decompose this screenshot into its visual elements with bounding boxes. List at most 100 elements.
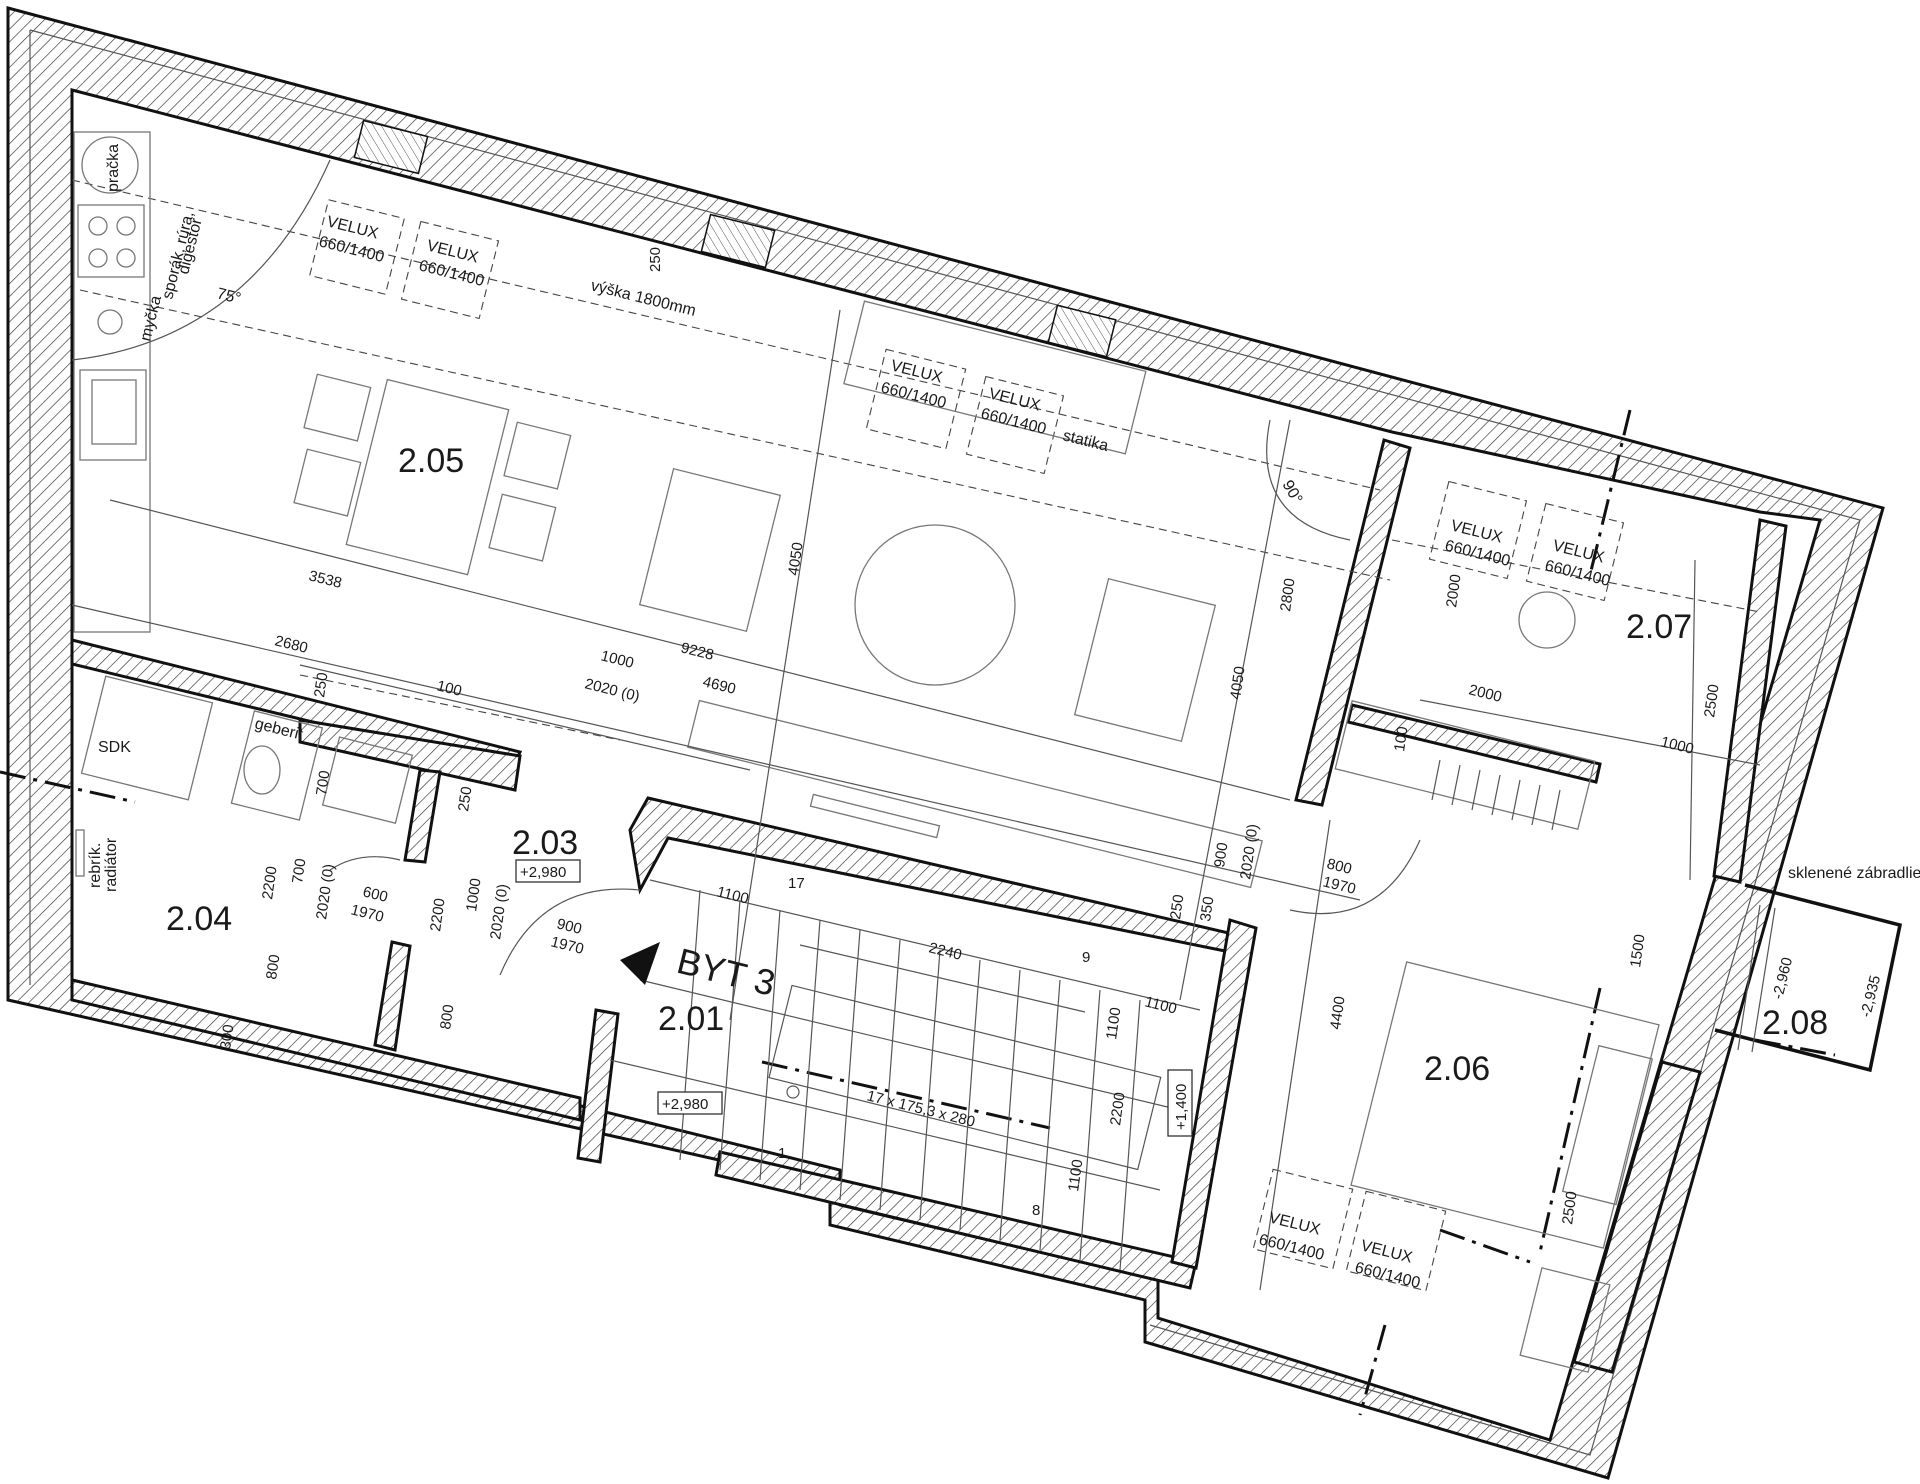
kitchen-units: [73, 131, 151, 633]
svg-text:700: 700: [313, 769, 333, 796]
svg-text:1000: 1000: [599, 647, 635, 672]
svg-text:1100: 1100: [1065, 1158, 1086, 1192]
section-line-206b: [1439, 1228, 1531, 1264]
svg-text:1000: 1000: [1659, 733, 1695, 758]
level-203: +2,980: [520, 864, 566, 881]
label-dishwasher: myčka: [137, 294, 165, 343]
svg-text:1000: 1000: [463, 877, 484, 912]
svg-text:2240: 2240: [927, 939, 963, 964]
svg-text:800: 800: [437, 1003, 457, 1030]
glass-railing: [1737, 904, 1776, 1053]
svg-text:9228: 9228: [679, 639, 715, 664]
section-line-horizontal: [0, 770, 136, 804]
door-swing-kitchen: [71, 159, 331, 361]
entry-arrow: [620, 942, 660, 985]
svg-text:100: 100: [1391, 725, 1411, 752]
roof-element-2: [700, 213, 776, 269]
svg-text:9: 9: [1082, 949, 1090, 966]
wall-stair-left: [576, 1008, 620, 1164]
ceiling-line-3: [299, 674, 621, 741]
svg-text:4050: 4050: [785, 541, 806, 576]
dim-line-5: [1179, 419, 1291, 1001]
svg-text:4690: 4690: [701, 673, 737, 698]
level-201: +2,980: [662, 1096, 708, 1113]
svg-text:4050: 4050: [1227, 665, 1248, 700]
velux-group: [309, 199, 1625, 1292]
level-terrace-1: -2,960: [1769, 956, 1796, 1001]
svg-text:600: 600: [361, 883, 389, 906]
wall-204-203-vertical: [403, 768, 442, 864]
ceiling-line-2: [79, 289, 1391, 581]
svg-text:2800: 2800: [1277, 577, 1298, 612]
outer-wall: [6, 6, 1885, 1480]
dim-line-1: [109, 499, 1291, 801]
level-stair: +1,400: [1173, 1084, 1190, 1130]
svg-text:4400: 4400: [1327, 995, 1348, 1030]
door-swing-205: [1266, 419, 1351, 541]
wall-205-207: [1294, 438, 1412, 807]
wall-206-right: [1572, 1060, 1702, 1374]
svg-text:2200: 2200: [1107, 1091, 1128, 1126]
dim-line-6: [1259, 819, 1331, 1291]
svg-text:2500: 2500: [1701, 683, 1722, 718]
room-label-2-07: 2.07: [1626, 608, 1692, 646]
door-swing-203: [499, 888, 641, 976]
dim-line-2: [71, 604, 1361, 901]
label-radiator-2: radiátor: [103, 837, 120, 892]
room-label-2-03: 2.03: [512, 824, 578, 862]
door-swing-206: [1289, 839, 1421, 915]
svg-text:2500: 2500: [1559, 1190, 1580, 1225]
svg-text:900: 900: [555, 915, 583, 938]
room-label-2-05: 2.05: [398, 442, 464, 480]
dim-line-3: [299, 664, 751, 771]
room-label-2-06: 2.06: [1424, 1050, 1490, 1088]
svg-text:1970: 1970: [549, 933, 585, 958]
apartment-label: BYT 3: [673, 940, 779, 1004]
section-line-stair: [761, 1060, 1051, 1130]
svg-text:800: 800: [263, 953, 283, 980]
wall-bottom-left: [70, 978, 582, 1122]
roof-element-3: [1047, 304, 1117, 358]
svg-text:2020 (0): 2020 (0): [1237, 823, 1262, 881]
svg-text:250: 250: [311, 671, 331, 698]
section-line-top: [1588, 409, 1632, 576]
svg-text:1970: 1970: [349, 901, 385, 926]
label-glass-railing: sklenené zábradlie: [1788, 865, 1920, 882]
insulation-line: [29, 29, 1861, 1456]
bathroom-fixtures: [75, 675, 414, 877]
svg-text:17: 17: [788, 875, 805, 892]
wall-203-lower-vertical: [373, 940, 412, 1052]
dim-line-7: [1419, 699, 1761, 766]
svg-text:250: 250: [1167, 893, 1187, 920]
svg-text:2200: 2200: [259, 865, 280, 900]
wall-stair-lower: [714, 1150, 1198, 1290]
label-angle-75: 75°: [215, 285, 243, 307]
stair: [609, 879, 1201, 1271]
room-label-2-08: 2.08: [1762, 1004, 1828, 1042]
label-washer: pračka: [105, 144, 122, 192]
wall-stair-right: [1170, 918, 1258, 1270]
ceiling-line-4: [1391, 539, 1761, 613]
svg-text:700: 700: [289, 857, 309, 884]
roof-element-1: [353, 119, 429, 175]
room-label-2-01: 2.01: [658, 1000, 724, 1038]
svg-text:2200: 2200: [427, 897, 448, 932]
svg-text:1100: 1100: [1143, 993, 1178, 1017]
svg-text:1: 1: [778, 1145, 786, 1162]
wall-207-right: [1712, 518, 1788, 884]
svg-text:2020 (0): 2020 (0): [313, 863, 338, 921]
svg-text:1500: 1500: [1627, 933, 1648, 968]
svg-text:300: 300: [217, 1023, 237, 1050]
section-line-bottom: [1358, 1324, 1387, 1416]
label-statika: statika: [1061, 427, 1110, 455]
svg-text:2020 (0): 2020 (0): [487, 883, 512, 941]
wardrobe: [1334, 700, 1596, 831]
svg-text:1100: 1100: [715, 883, 750, 907]
svg-text:1970: 1970: [1321, 873, 1357, 898]
label-radiator-1: rebrík.: [87, 843, 104, 888]
svg-text:250: 250: [455, 785, 475, 812]
svg-text:900: 900: [1211, 841, 1231, 868]
svg-text:1100: 1100: [1103, 1006, 1124, 1040]
